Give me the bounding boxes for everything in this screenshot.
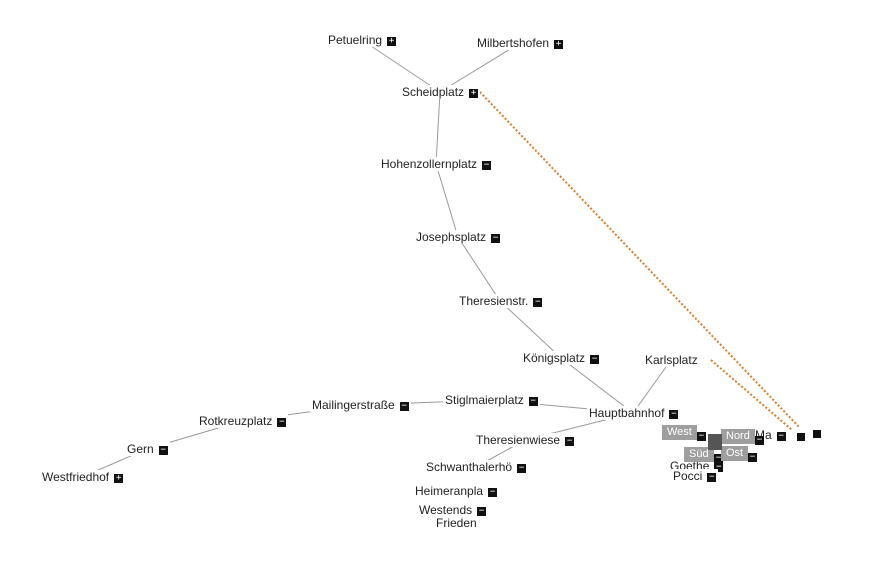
node-karlsplatz[interactable]: Karlsplatz bbox=[643, 353, 700, 367]
collapse-icon[interactable]: − bbox=[482, 160, 492, 170]
collapse-icon[interactable]: − bbox=[714, 453, 723, 463]
node-label: Westends bbox=[419, 503, 473, 517]
node-label: Rotkreuzplatz bbox=[199, 414, 273, 428]
node-koenigsplatz[interactable]: Königsplatz− bbox=[521, 351, 602, 365]
node-friedenheimer[interactable]: Frieden bbox=[434, 516, 479, 530]
cluster-tag-nord[interactable]: Nord bbox=[721, 429, 755, 444]
collapse-icon[interactable]: − bbox=[748, 452, 757, 462]
node-label: Schwanthalerhö bbox=[426, 460, 513, 474]
node-label: Hauptbahnhof bbox=[589, 406, 665, 420]
node-label: Theresienstr. bbox=[459, 294, 529, 308]
edge-scheidplatz-hohenzollernplatz bbox=[435, 91, 441, 165]
collapse-icon[interactable]: − bbox=[158, 445, 168, 455]
collapse-icon[interactable] bbox=[797, 433, 805, 441]
collapse-icon[interactable]: − bbox=[477, 506, 487, 516]
edge-milbertshofen-scheidplatz bbox=[439, 42, 521, 93]
node-milbertshofen[interactable]: Milbertshofen + bbox=[475, 36, 566, 50]
collapse-icon[interactable]: − bbox=[707, 472, 717, 482]
collapse-icon[interactable]: − bbox=[590, 354, 600, 364]
collapse-icon[interactable]: − bbox=[714, 462, 724, 472]
node-gern[interactable]: Gern− bbox=[125, 442, 170, 456]
collapse-icon[interactable]: − bbox=[533, 297, 543, 307]
node-heimeranplatz[interactable]: Heimeranpla− bbox=[413, 484, 500, 498]
node-label: Gern bbox=[127, 442, 154, 456]
collapse-icon[interactable]: − bbox=[277, 417, 287, 427]
node-label: Mailingerstraße bbox=[312, 398, 395, 412]
node-label: Milbertshofen bbox=[477, 36, 550, 50]
node-label: Heimeranpla bbox=[415, 484, 484, 498]
collapse-icon[interactable]: − bbox=[517, 463, 527, 473]
collapse-icon[interactable]: − bbox=[528, 396, 538, 406]
node-hauptbahnhof[interactable]: Hauptbahnhof− bbox=[587, 406, 681, 420]
edge-theresienstr-koenigsplatz bbox=[499, 300, 562, 359]
expand-icon[interactable]: + bbox=[387, 36, 397, 46]
node-label: Theresienwiese bbox=[476, 433, 561, 447]
cluster-tag-sued[interactable]: Süd bbox=[684, 447, 714, 462]
collapse-icon[interactable]: − bbox=[565, 436, 575, 446]
node-label: Scheidplatz bbox=[402, 85, 465, 99]
node-westfriedhof[interactable]: Westfriedhof + bbox=[40, 470, 126, 484]
node-label: Hohenzollernplatz bbox=[381, 157, 478, 171]
node-label: Königsplatz bbox=[523, 351, 586, 365]
node-label: Karlsplatz bbox=[645, 353, 698, 367]
edge-josephsplatz-theresienstr bbox=[457, 236, 501, 302]
edge-koenigsplatz-hauptbahnhof bbox=[560, 357, 634, 414]
node-label: Petuelring bbox=[328, 33, 383, 47]
highlight-edge-karlsplatz-marienplatz bbox=[710, 359, 793, 431]
node-westendstr[interactable]: Westends− bbox=[417, 503, 489, 517]
collapse-icon[interactable]: − bbox=[697, 431, 706, 441]
node-scheidplatz[interactable]: Scheidplatz + bbox=[400, 85, 481, 99]
node-theresienwiese[interactable]: Theresienwiese− bbox=[474, 433, 577, 447]
node-petuelring[interactable]: Petuelring + bbox=[326, 33, 399, 47]
collapse-icon[interactable]: − bbox=[669, 409, 679, 419]
edge-petuelring-scheidplatz bbox=[361, 39, 441, 93]
node-rotkreuzplatz[interactable]: Rotkreuzplatz− bbox=[197, 414, 289, 428]
edge-hohenzollernplatz-josephsplatz bbox=[435, 163, 459, 238]
collapse-icon[interactable]: − bbox=[776, 431, 786, 441]
node-label: Westfriedhof bbox=[42, 470, 110, 484]
node-label: Pocci bbox=[673, 469, 703, 483]
cluster-tag-west[interactable]: West bbox=[662, 425, 697, 440]
node-hohenzollernplatz[interactable]: Hohenzollernplatz− bbox=[379, 157, 494, 171]
node-label: Frieden bbox=[436, 516, 477, 530]
collapse-icon[interactable]: − bbox=[488, 487, 498, 497]
cluster-center-marker[interactable] bbox=[708, 434, 722, 450]
collapse-icon[interactable] bbox=[813, 430, 821, 438]
expand-icon[interactable]: + bbox=[554, 39, 564, 49]
collapse-icon[interactable]: − bbox=[399, 401, 409, 411]
node-stiglmaierplatz[interactable]: Stiglmaierplatz− bbox=[443, 393, 540, 407]
node-poccistr[interactable]: Pocci− bbox=[671, 469, 719, 483]
node-label: Stiglmaierplatz bbox=[445, 393, 524, 407]
edge-karlsplatz-hauptbahnhof bbox=[632, 359, 672, 414]
expand-icon[interactable]: + bbox=[114, 473, 124, 483]
cluster-tag-ost[interactable]: Ost bbox=[721, 446, 749, 461]
collapse-icon[interactable]: − bbox=[491, 233, 501, 243]
node-label: Josephsplatz bbox=[416, 230, 487, 244]
node-schwanthalerhoehe[interactable]: Schwanthalerhö− bbox=[424, 460, 529, 474]
collapse-icon[interactable]: − bbox=[755, 435, 764, 445]
node-mailingerstrasse[interactable]: Mailingerstraße− bbox=[310, 398, 411, 412]
node-josephsplatz[interactable]: Josephsplatz− bbox=[414, 230, 503, 244]
node-theresienstr[interactable]: Theresienstr.− bbox=[457, 294, 545, 308]
expand-icon[interactable]: + bbox=[469, 88, 479, 98]
highlight-edge-scheidplatz-marienplatz bbox=[479, 91, 801, 429]
